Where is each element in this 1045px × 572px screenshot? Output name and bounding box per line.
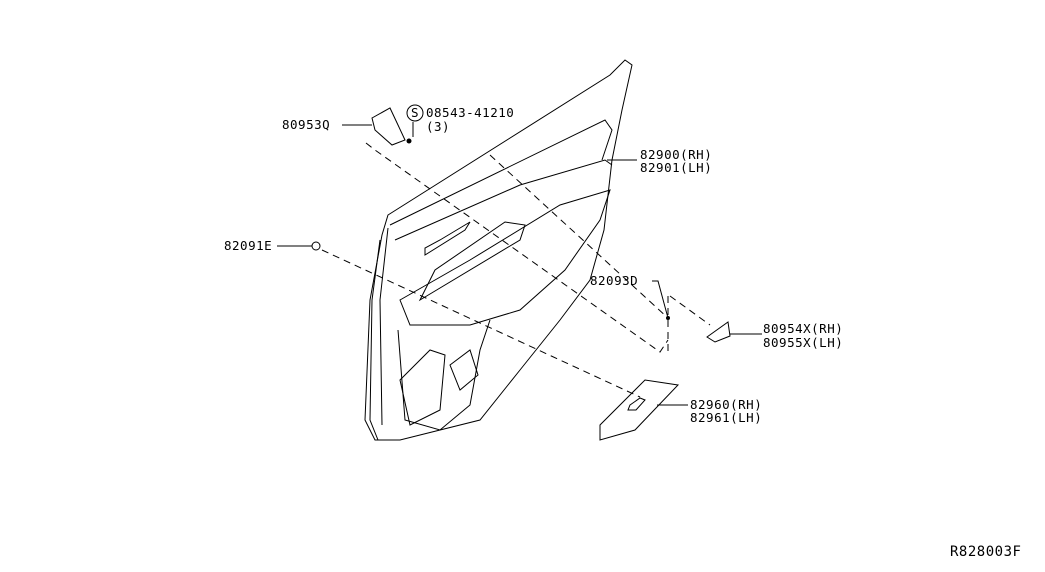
- label-screw: 08543-41210: [426, 105, 514, 120]
- corner-cover-part: [706, 321, 731, 343]
- label-80954x: 80954X(RH): [763, 321, 843, 336]
- diagram-id: R828003F: [950, 544, 1021, 560]
- screw-part: [406, 138, 412, 144]
- clip-e-part: [311, 241, 321, 251]
- label-82960: 82960(RH): [690, 397, 762, 412]
- label-80955x: 80955X(LH): [763, 335, 843, 350]
- label-82900: 82900(RH): [640, 147, 712, 162]
- bracket-part: [371, 107, 406, 146]
- door-trim-panel: [364, 59, 633, 441]
- label-82093d: 82093D: [590, 273, 638, 288]
- label-82901: 82901(LH): [640, 160, 712, 175]
- switch-bezel-part: [599, 379, 680, 441]
- label-82961: 82961(LH): [690, 410, 762, 425]
- label-screw-qty: (3): [426, 119, 450, 134]
- label-80953q: 80953Q: [282, 117, 330, 132]
- screw-symbol-circle: [406, 104, 424, 122]
- label-82091e: 82091E: [224, 238, 272, 253]
- screw-symbol: S: [411, 105, 419, 120]
